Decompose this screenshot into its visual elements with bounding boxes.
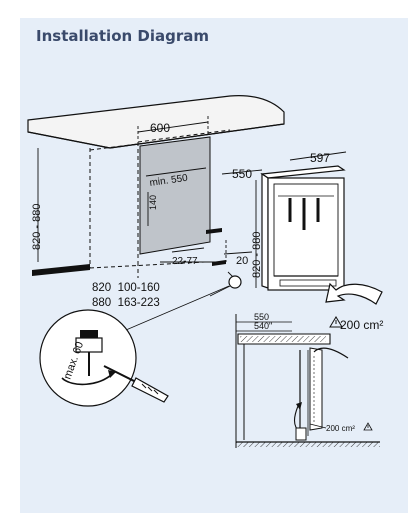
niche-outline bbox=[41, 129, 231, 278]
height-table-leader bbox=[209, 285, 231, 297]
dim-unit-width: 550 bbox=[232, 167, 252, 181]
niche-back-panel bbox=[139, 136, 211, 255]
height-table-row-2: 880 163-223 bbox=[92, 297, 160, 309]
appliance bbox=[260, 165, 346, 291]
foot-marker bbox=[228, 275, 242, 289]
page-title: Installation Diagram bbox=[36, 27, 210, 45]
detail-width-540: 540" bbox=[254, 321, 272, 331]
dim-min-depth: min. 550 bbox=[149, 173, 189, 189]
dim-unit-height: 820 - 880 bbox=[251, 232, 263, 278]
floor-bar bbox=[32, 264, 90, 276]
dim-gap-20: 20 bbox=[236, 255, 248, 267]
vent-top-label: 200 cm² bbox=[340, 318, 383, 332]
vent-detail: 550 540" bbox=[235, 312, 380, 448]
plinth-bar bbox=[206, 228, 222, 234]
dim-range-22-77: 22-77 bbox=[172, 256, 198, 267]
dim-unit-depth: 597 bbox=[310, 151, 330, 165]
dim-plinth-140: 140 bbox=[148, 195, 158, 210]
warning-triangle-icon bbox=[329, 316, 343, 328]
vent-bottom-label: 200 cm² bbox=[326, 424, 355, 433]
foot-leader bbox=[111, 285, 230, 337]
airflow-arrow bbox=[325, 282, 383, 305]
floor-bar-right bbox=[212, 260, 226, 266]
dimension-lines bbox=[37, 116, 347, 288]
countertop bbox=[27, 95, 285, 149]
detail-width-550: 550 bbox=[254, 312, 269, 322]
warning-triangle-icon bbox=[363, 422, 373, 431]
dim-niche-width: 600 bbox=[150, 121, 170, 135]
height-table-row-1: 820 100-160 bbox=[92, 282, 160, 294]
foot-detail bbox=[39, 309, 169, 407]
dim-niche-height: 820 - 880 bbox=[31, 204, 43, 250]
